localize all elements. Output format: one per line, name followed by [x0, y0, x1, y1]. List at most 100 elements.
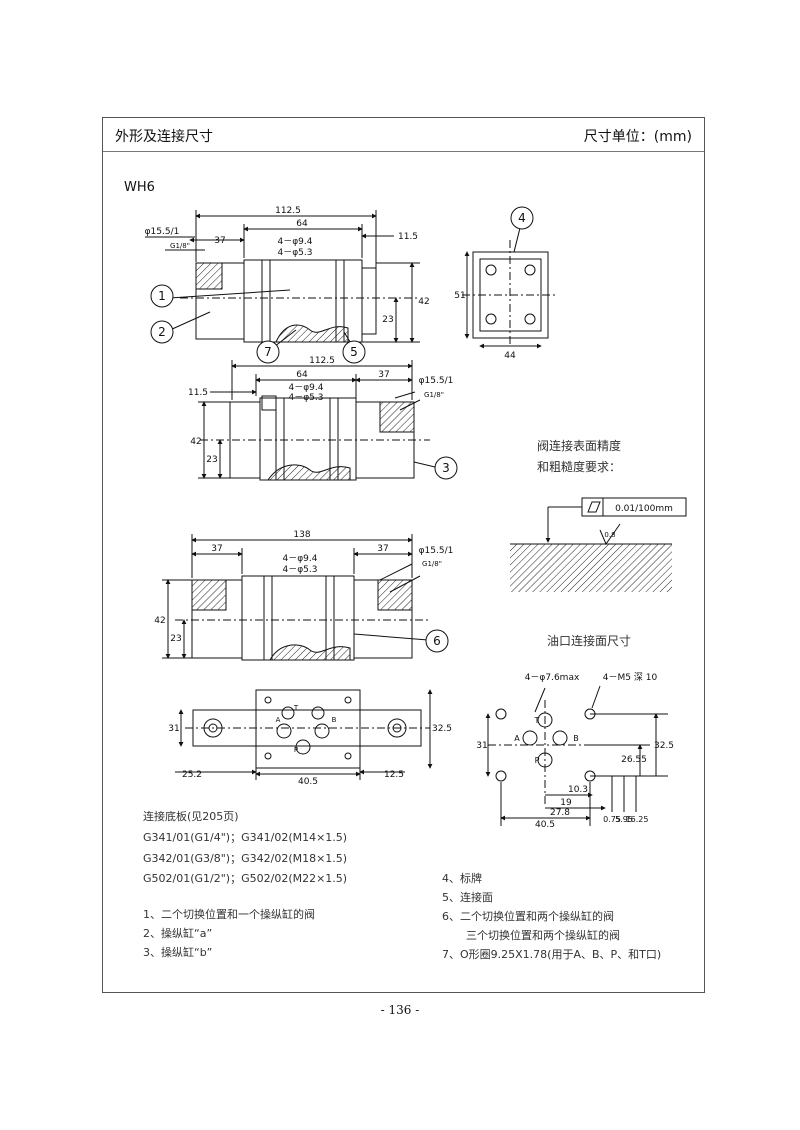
mount-port-t: T [534, 716, 540, 725]
callout-4 [510, 206, 534, 230]
dim-37-a: 37 [214, 236, 225, 246]
dim-37-c: 37 [211, 544, 222, 554]
section-title: 外形及连接尺寸 [115, 129, 213, 145]
roughness-title-1: 阀连接表面精度 [537, 439, 622, 453]
dim-23-b: 23 [206, 455, 217, 465]
callout-5 [342, 340, 366, 364]
dim-31-a: 31 [168, 724, 179, 734]
dim-32-5-a: 32.5 [432, 724, 452, 734]
callout-2-label: 2 [158, 325, 166, 339]
view-2-front [198, 360, 436, 481]
dim-51: 51 [454, 291, 465, 301]
note-line-1: G341/01(G1/4")；G341/02(M14×1.5) [143, 831, 348, 844]
callout-6-label: 6 [433, 634, 441, 648]
dim-19: 19 [560, 798, 572, 808]
dim-42-b: 42 [190, 437, 201, 447]
dim-31-b: 31 [476, 741, 487, 751]
roughness-title-2: 和粗糙度要求： [537, 460, 622, 474]
mount-port-p: P [535, 756, 540, 765]
dim-11-5-a: 11.5 [398, 232, 418, 242]
legend-2: 2、操纵缸“a” [143, 927, 213, 940]
dim-32-5-b: 32.5 [654, 741, 674, 751]
legend-1: 1、二个切换位置和一个操纵缸的阀 [143, 908, 315, 921]
dim-40-5-a: 40.5 [298, 777, 318, 787]
hole-53-a: 4－φ5.3 [278, 248, 313, 258]
thread-label-b: G1/8" [424, 391, 444, 399]
unit-label: 尺寸单位：(mm) [583, 129, 692, 145]
note-line-3: G502/01(G1/2")；G502/02(M22×1.5) [143, 872, 348, 885]
callout-7-label: 7 [264, 345, 272, 359]
plan-port-b: B [332, 716, 337, 724]
dim-40-5-b: 40.5 [535, 820, 555, 830]
note-line-2: G342/01(G3/8")；G342/02(M18×1.5) [143, 852, 348, 865]
hole-53-c: 4－φ5.3 [283, 565, 318, 575]
flatness-value: 0.01/100mm [615, 504, 673, 514]
hole-53-b: 4－φ5.3 [289, 393, 324, 403]
section-header: 外形及连接尺寸 尺寸单位：(mm) [103, 118, 704, 152]
plan-port-p: P [294, 746, 298, 754]
dim-25-2: 25.2 [182, 770, 202, 780]
port-label-c: φ15.5/1 [419, 546, 454, 556]
dim-5-95: 5.95 [615, 815, 633, 824]
content-frame: 外形及连接尺寸 尺寸单位：(mm) WH6 [102, 117, 705, 993]
hole-94-b: 4－φ9.4 [289, 383, 324, 393]
legend-5: 5、连接面 [442, 891, 493, 904]
dim-64-b: 64 [296, 370, 308, 380]
port-label-a: φ15.5/1 [145, 227, 180, 237]
hole-76: 4－φ7.6max [525, 673, 580, 683]
callout-6 [425, 629, 449, 653]
roughness-symbol [510, 497, 687, 592]
callout-2 [150, 320, 174, 344]
dim-11-5-b: 11.5 [188, 388, 208, 398]
view-1-front [145, 210, 420, 351]
page-number: - 136 - [380, 1003, 420, 1017]
hole-m5: 4－M5 深 10 [603, 672, 658, 683]
model-label: WH6 [124, 180, 155, 195]
port-label-b: φ15.5/1 [419, 376, 454, 386]
plan-port-a: A [276, 716, 281, 724]
callout-5-label: 5 [350, 345, 358, 359]
dim-12-5: 12.5 [384, 770, 404, 780]
legend-7: 7、O形圈9.25X1.78(用于A、B、P、和T口) [442, 948, 662, 961]
legend-6: 6、二个切换位置和两个操纵缸的阀 [442, 910, 614, 923]
legend-6b: 三个切换位置和两个操纵缸的阀 [466, 929, 620, 942]
dim-44: 44 [504, 351, 516, 361]
thread-label-c: G1/8" [422, 560, 442, 568]
dim-23-a: 23 [382, 315, 393, 325]
mount-port-b: B [573, 734, 579, 743]
view-plan [175, 689, 433, 780]
mount-port-a: A [514, 734, 520, 743]
dim-112-5-b: 112.5 [309, 356, 335, 366]
dim-0-75: 0.75 [603, 815, 621, 824]
hole-94-c: 4－φ9.4 [283, 554, 318, 564]
dim-112-5-a: 112.5 [275, 206, 301, 216]
legend-4: 4、标牌 [442, 872, 482, 885]
dim-42-c: 42 [154, 616, 165, 626]
callout-1-label: 1 [158, 289, 166, 303]
callout-4-label: 4 [518, 211, 526, 225]
view-side [462, 227, 558, 349]
plan-port-t: T [293, 704, 299, 712]
callout-3 [434, 456, 458, 480]
legend-3: 3、操纵缸“b” [143, 946, 213, 959]
callout-7 [256, 340, 280, 364]
mount-title: 油口连接面尺寸 [547, 634, 632, 648]
mounting-face [485, 685, 668, 826]
view-3-front [162, 534, 430, 661]
dim-16-25: 16.25 [626, 815, 649, 824]
dim-42-a: 42 [418, 297, 429, 307]
dim-26-55: 26.55 [621, 755, 647, 765]
note-title: 连接底板(见205页) [143, 810, 239, 823]
roughness-ra: 0.8 [604, 531, 615, 539]
dim-37-b: 37 [378, 370, 389, 380]
dim-37-d: 37 [377, 544, 388, 554]
dim-64-a: 64 [296, 219, 308, 229]
dim-138: 138 [293, 530, 310, 540]
callout-3-label: 3 [442, 461, 450, 475]
callout-1 [150, 284, 174, 308]
hole-94-a: 4－φ9.4 [278, 237, 313, 247]
dim-27-8: 27.8 [550, 808, 570, 818]
thread-label-a: G1/8" [170, 242, 190, 250]
dim-23-c: 23 [170, 634, 181, 644]
